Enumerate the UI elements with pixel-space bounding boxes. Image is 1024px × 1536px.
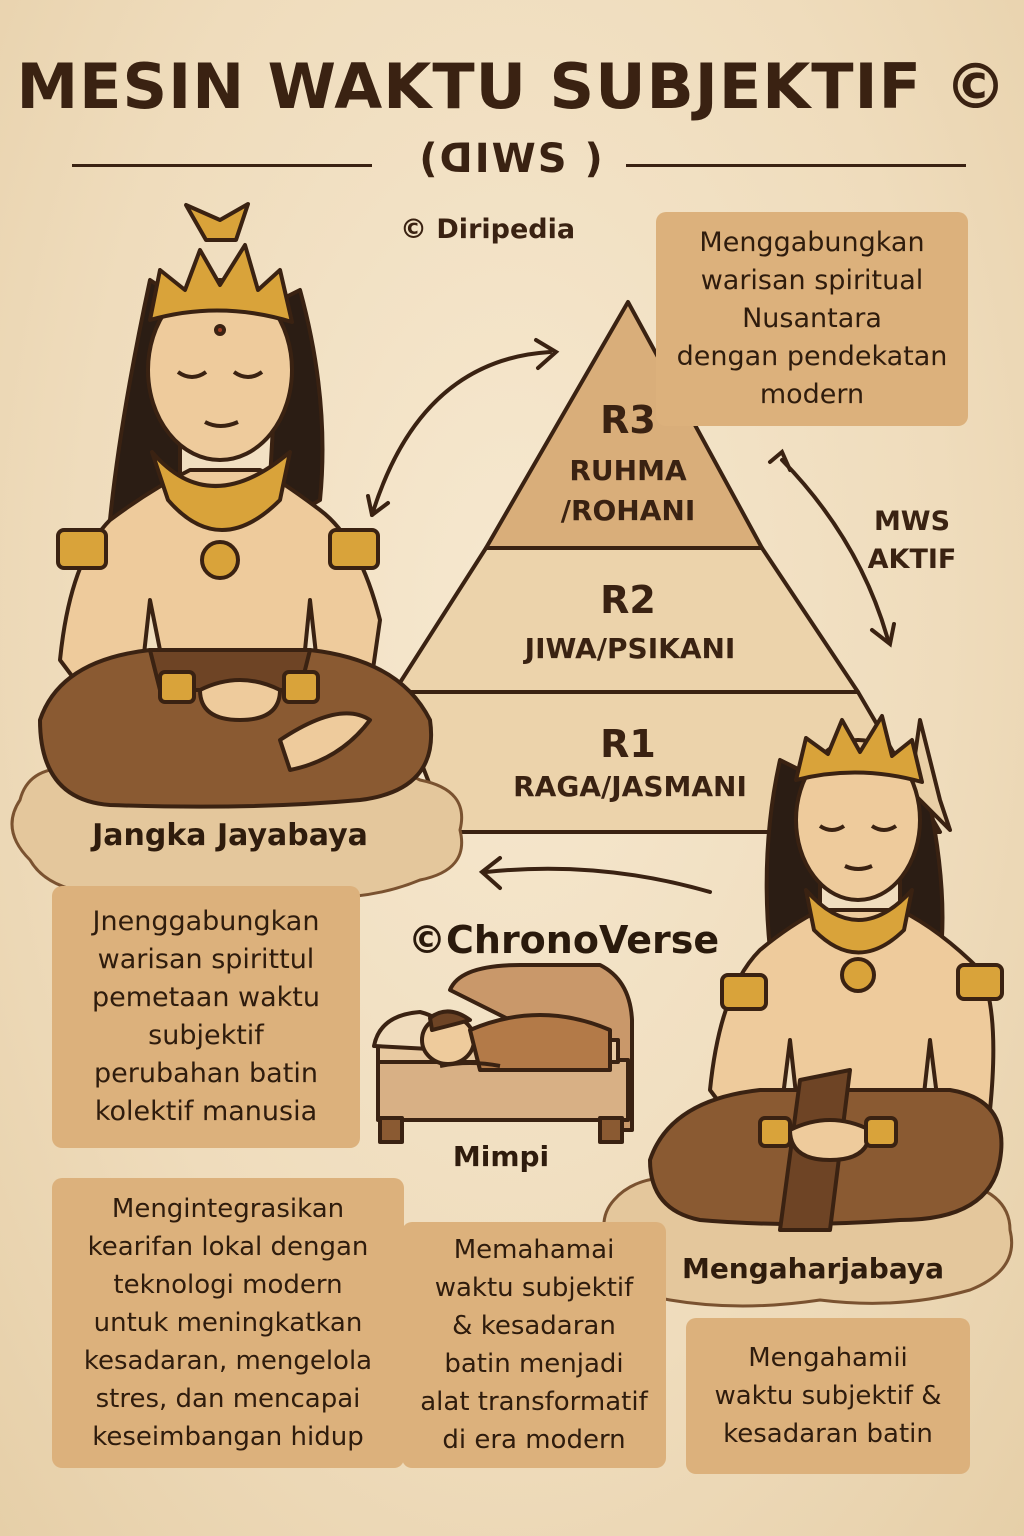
box-bottom-middle-line: batin menjadi: [444, 1349, 624, 1379]
box-top-right-line: dengan pendekatan: [676, 341, 948, 372]
arrow-head-top: [534, 338, 560, 370]
pyramid-r2-name: JIWA/PSIKANI: [524, 632, 736, 665]
box-left-middle: Jnenggabungkan warisan spirittul pemetaa…: [52, 886, 360, 1148]
left-figure-jayabaya: [38, 202, 434, 809]
cycle-arrows: [366, 338, 896, 894]
box-left-middle-line: pemetaan waktu: [92, 982, 320, 1013]
arrow-head-lower-right: [870, 622, 896, 648]
poster-subtitle: (ᗡIWS ): [419, 136, 605, 182]
left-figure-name: Jangka Jayabaya: [92, 818, 368, 853]
box-left-middle-line: warisan spirittul: [97, 944, 315, 975]
box-bottom-left-line: untuk meningkatkan: [93, 1308, 363, 1338]
box-bottom-middle-line: waktu subjektif: [434, 1273, 634, 1303]
box-top-right-line: Menggabungkan: [699, 227, 925, 258]
title-divider-right: [626, 164, 966, 167]
right-figure-name: Mengaharjabaya: [681, 1252, 945, 1285]
pyramid-r3-code: R3: [600, 398, 656, 442]
box-bottom-left-line: kearifan lokal dengan: [87, 1232, 369, 1262]
box-top-right: Menggabungkan warisan spiritual Nusantar…: [656, 212, 968, 426]
pyramid-r1-name: RAGA/JASMANI: [513, 770, 747, 803]
poster-title: MESIN WAKTU SUBJEKTIF ©: [16, 50, 1008, 123]
mws-label-line2: AKTIF: [867, 544, 957, 575]
box-bottom-left-line: teknologi modern: [113, 1270, 343, 1300]
box-bottom-middle-line: alat transformatif: [420, 1387, 648, 1417]
arrow-left-to-top: [370, 350, 552, 517]
box-top-right-line: Nusantara: [742, 303, 882, 334]
right-figure-mengaharjabaya: [648, 714, 1004, 1232]
box-bottom-left: Mengintegrasikan kearifan lokal dengan t…: [52, 1178, 404, 1468]
box-top-right-line: modern: [759, 379, 865, 410]
box-bottom-middle-line: di era modern: [442, 1425, 626, 1455]
title-divider-left: [72, 164, 372, 167]
pyramid-r1-code: R1: [600, 722, 656, 766]
arrow-head-bottom: [478, 856, 502, 890]
box-bottom-left-line: Mengintegrasikan: [111, 1194, 345, 1224]
box-top-right-line: warisan spiritual: [700, 265, 924, 296]
box-left-middle-line: subjektif: [148, 1020, 264, 1051]
box-left-middle-line: perubahan batin: [94, 1058, 318, 1089]
box-bottom-left-line: keseimbangan hidup: [92, 1422, 364, 1452]
mws-label-line1: MWS: [873, 506, 951, 537]
sleeper-bed-illustration: [372, 963, 634, 1144]
box-bottom-right-line: Mengahamii: [748, 1343, 908, 1373]
pyramid-r3-name-line1: RUHMA: [569, 454, 687, 487]
box-bottom-left-line: stres, dan mencapai: [95, 1384, 361, 1414]
box-bottom-middle-line: & kesadaran: [452, 1311, 616, 1341]
arrow-head-upper-right: [768, 448, 792, 472]
arrow-tail-left: [366, 494, 390, 517]
brand-chronoverse: ©ChronoVerse: [408, 918, 720, 962]
box-bottom-middle-line: Memahamai: [453, 1235, 615, 1265]
box-bottom-left-line: kesadaran, mengelola: [83, 1346, 373, 1376]
pyramid-r3-name-line2: /ROHANI: [560, 494, 696, 527]
box-bottom-right-line: waktu subjektif &: [714, 1381, 942, 1411]
box-bottom-right-line: kesadaran batin: [723, 1419, 933, 1449]
box-bottom-right: Mengahamii waktu subjektif & kesadaran b…: [686, 1318, 970, 1474]
dream-label: Mimpi: [452, 1140, 550, 1173]
box-bottom-middle: Memahamai waktu subjektif & kesadaran ba…: [402, 1222, 666, 1468]
box-left-middle-line: Jnenggabungkan: [92, 906, 320, 937]
arrow-bottom: [484, 866, 712, 894]
arrow-right-side: [780, 458, 890, 642]
credit-diripedia: © Diripedia: [400, 214, 576, 245]
pyramid-r2-code: R2: [600, 578, 656, 622]
box-left-middle-line: kolektif manusia: [94, 1096, 318, 1127]
